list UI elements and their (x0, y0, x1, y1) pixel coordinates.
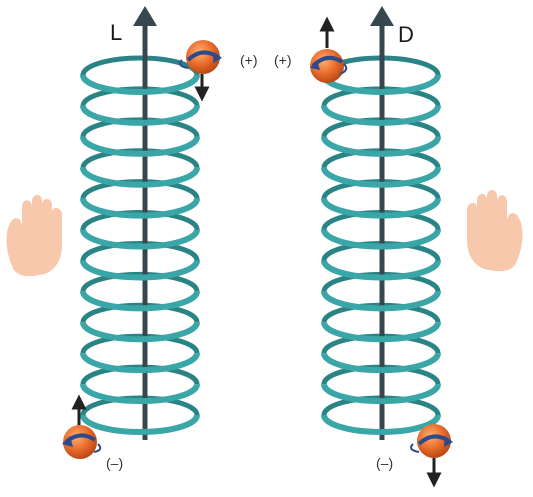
coil-front-arc (80, 414, 200, 435)
left-helix-back (80, 55, 200, 416)
coil-front-arc (80, 259, 200, 281)
coil-front-arc (80, 136, 200, 157)
coil-front-arc (321, 321, 441, 343)
spinning-particle-icon (417, 424, 451, 458)
rotation-tail (339, 63, 348, 75)
left-axis-arrowhead (133, 6, 157, 26)
coil-front-arc (80, 198, 200, 219)
coil-front-arc (80, 352, 200, 374)
coil-front-arc (80, 74, 200, 95)
left-top-sign: (+) (240, 52, 258, 68)
coil-front-arc (321, 198, 441, 219)
particle-right-bottom (410, 424, 453, 488)
right-top-sign: (+) (274, 52, 292, 68)
coil-front-arc (321, 136, 441, 157)
coil-back-arc (80, 148, 200, 169)
rotation-tail (410, 443, 420, 453)
rotation-tail (179, 59, 189, 69)
spinning-particle-icon (186, 40, 220, 74)
left-axis (133, 6, 157, 440)
coil-back-arc (80, 86, 200, 107)
right-axis (370, 6, 394, 440)
coil-front-arc (80, 105, 200, 126)
right-axis-label: D (398, 22, 414, 47)
coil-front-arc (321, 167, 441, 188)
coil-front-arc (321, 229, 441, 250)
coil-front-arc (321, 290, 441, 312)
left-hand-icon (6, 195, 63, 277)
right-helix-front (321, 74, 441, 435)
rotation-arrowhead (62, 436, 73, 447)
left-helix-front (80, 74, 200, 435)
coil-back-arc (80, 210, 200, 230)
hand-shape (467, 190, 523, 272)
coil-front-arc (80, 167, 200, 188)
left-axis-label: L (110, 20, 122, 45)
coil-front-arc (80, 229, 200, 250)
coil-back-arc (80, 395, 200, 416)
coil-back-arc (80, 271, 200, 292)
right-axis-arrowhead (370, 6, 394, 26)
coil-back-arc (80, 364, 200, 385)
coil-front-arc (80, 383, 200, 405)
particle-left-top (179, 40, 222, 102)
left-bottom-sign: (–) (106, 455, 123, 471)
coil-back-arc (80, 117, 200, 138)
right-hand-icon (467, 190, 523, 272)
coil-back-arc (80, 240, 200, 261)
hand-shape (6, 195, 63, 277)
coil-front-arc (321, 383, 441, 405)
right-bottom-sign: (–) (376, 455, 393, 471)
particle-right-top (310, 16, 348, 83)
coil-front-arc (321, 352, 441, 374)
rotation-arrowhead (213, 52, 222, 63)
rotation-arrowhead (310, 60, 320, 70)
coil-back-arc (80, 302, 200, 323)
rotation-arrowhead (444, 436, 453, 447)
particle-left-bottom (62, 394, 102, 459)
coil-back-arc (80, 179, 200, 200)
coil-front-arc (80, 321, 200, 343)
coil-front-arc (321, 105, 441, 126)
coil-front-arc (321, 414, 441, 435)
coil-front-arc (80, 290, 200, 312)
coil-back-arc (80, 55, 200, 76)
coil-front-arc (321, 259, 441, 281)
rotation-tail (93, 443, 102, 453)
spinning-particle-icon (63, 425, 97, 459)
coil-back-arc (80, 333, 200, 354)
